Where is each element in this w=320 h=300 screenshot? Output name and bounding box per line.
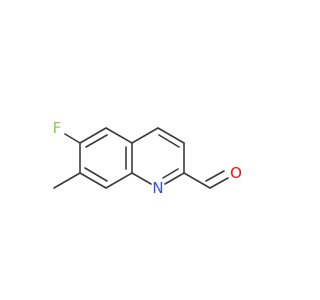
atom-nitrogen-label: N [152, 179, 163, 197]
bond-c4-c3-inner [158, 134, 180, 148]
bond-c8-c7-inner [84, 167, 108, 182]
bond-c8a-c8 [105, 172, 133, 189]
bond-c5-c4a [105, 127, 133, 144]
bond-c6-fluorine [64, 133, 81, 144]
bond-c2-aldehyde-carbon [183, 172, 211, 189]
atom-oxygen-label: O [230, 164, 242, 182]
bond-aldehyde-co-second [205, 170, 225, 182]
bond-c2-n1-inner [162, 168, 179, 179]
bond-c8-c7 [79, 172, 107, 189]
bond-c2-n1 [164, 172, 185, 185]
bond-c7-methyl [53, 172, 81, 189]
bond-aldehyde-co [209, 177, 229, 189]
atom-fluorine-label: F [53, 119, 62, 137]
bond-c4-c3 [157, 127, 185, 144]
bond-c4a-c4 [131, 127, 159, 144]
bond-n1-c8a [131, 172, 152, 185]
bond-c6-c5-inner [85, 134, 108, 148]
bond-c6-c5 [79, 127, 107, 144]
molecule-structure-diagram: F N O [53, 119, 242, 197]
